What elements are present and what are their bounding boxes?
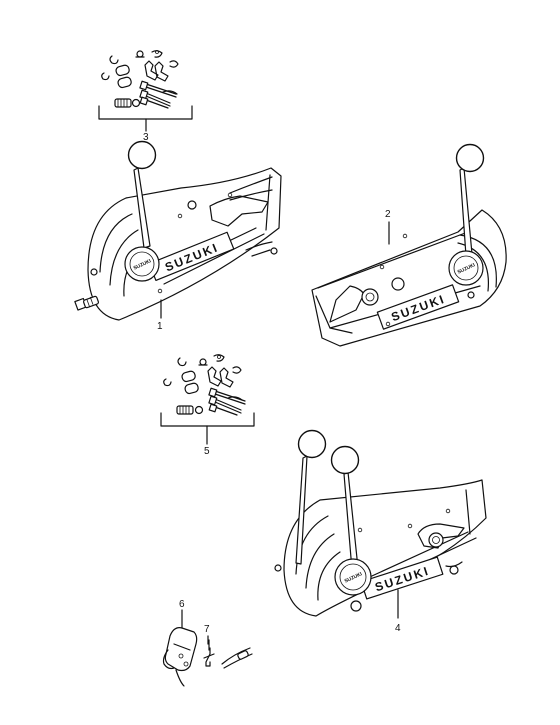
callout-6: 6 — [179, 599, 185, 610]
callout-1: 1 — [157, 321, 163, 332]
screw-7: 7 — [203, 624, 215, 667]
lever-1-bolt — [74, 295, 99, 311]
callout-2: 2 — [385, 209, 391, 220]
kit3-bracket — [98, 105, 193, 120]
control-box-4-body — [283, 479, 487, 617]
lever-1-knob — [127, 140, 157, 170]
control-box-1-trim-lever — [209, 195, 269, 227]
switch-6-wire — [175, 669, 185, 687]
control-box-2-trim-lever — [329, 285, 365, 323]
hardware-kit-3: 3 — [98, 50, 193, 143]
callout-3: 3 — [143, 132, 149, 143]
control-box-2-body — [311, 209, 507, 347]
harness-wire — [221, 647, 253, 669]
kit5-bracket — [160, 412, 255, 427]
kit5-clips — [163, 354, 242, 395]
switch-6-body — [164, 627, 198, 672]
callout-7: 7 — [204, 624, 210, 635]
remote-control-4: SUZUKI SUZUKI 4 — [274, 429, 487, 634]
lever-1-shaft — [133, 167, 151, 249]
remote-control-1: SUZUKI SUZUKI 1 — [74, 140, 282, 332]
switch-6: 6 — [162, 599, 198, 687]
kit5-screws — [176, 387, 246, 416]
lever-4b-knob — [330, 445, 360, 475]
kit3-screws — [114, 80, 178, 109]
callout-4: 4 — [395, 623, 401, 634]
lever-2-knob — [455, 143, 485, 173]
control-box-1-body — [87, 167, 282, 321]
lever-4a-knob — [297, 429, 327, 459]
lever-1-screw — [245, 241, 273, 251]
hardware-kit-5: 5 — [160, 354, 255, 457]
callout-5: 5 — [204, 446, 210, 457]
remote-control-2: SUZUKI SUZUKI 2 — [311, 143, 507, 347]
kit3-clips — [101, 50, 179, 89]
